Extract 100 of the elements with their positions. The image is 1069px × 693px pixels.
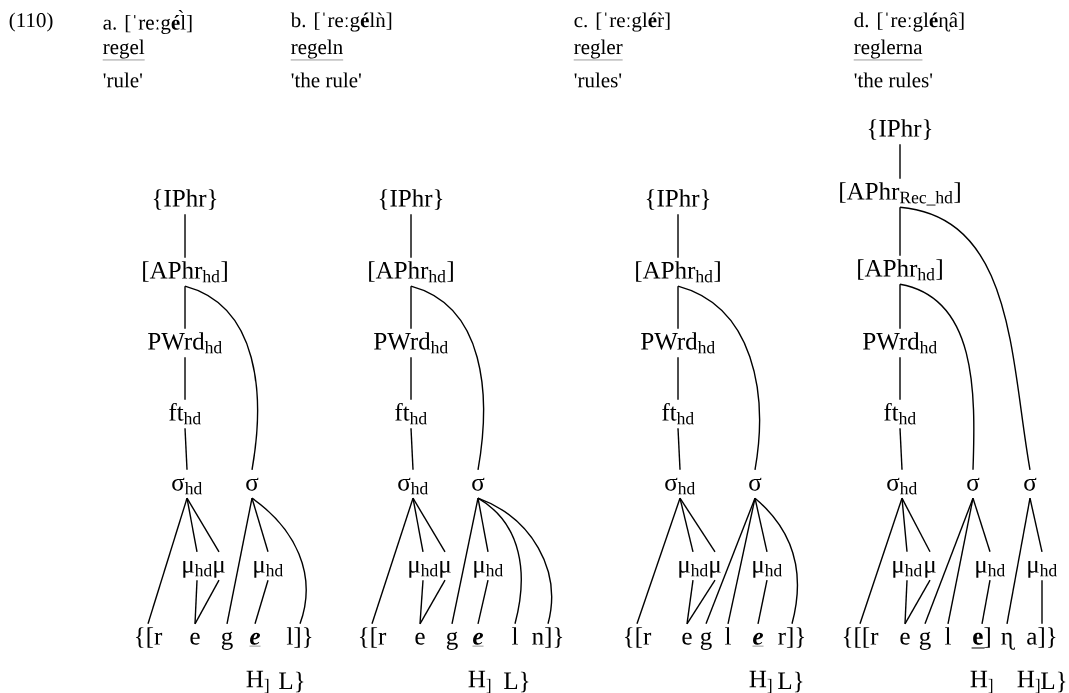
segment-label: e: [415, 632, 425, 645]
tree-node-label: ft$_{hd}$: [395, 402, 427, 425]
tone-label: L}: [504, 671, 529, 693]
tree-node-label: μ$_{hd}$: [1028, 561, 1057, 578]
tree-branch: [677, 213, 679, 259]
tone-label: L}: [279, 671, 304, 693]
segment-label: g: [700, 631, 712, 650]
tree-node-label: [APhr$_{hd}$]: [636, 261, 720, 283]
transcription: d. [ˈreːgléɳâ]: [854, 12, 964, 32]
segment-label: n]}: [532, 627, 563, 648]
segment-label: e: [472, 632, 484, 647]
example-number: (110): [9, 12, 53, 32]
tree-node-label: μ$_{hd}$: [753, 561, 782, 578]
tree-branch: [757, 579, 768, 625]
tree-branch: [184, 285, 186, 330]
tree-branch: [1029, 497, 1043, 553]
tree-branch: [419, 579, 446, 625]
tree-branch: [184, 285, 259, 471]
tree-node-label: ft$_{hd}$: [884, 402, 916, 425]
tree-node-label: μ: [925, 561, 936, 578]
tree-branch: [477, 497, 553, 625]
tree-node-label: ft$_{hd}$: [662, 402, 694, 425]
transcription: a. [ˈreːgél̀]: [103, 9, 192, 35]
tree-node-label: μ$_{hd}$: [183, 561, 212, 578]
tree-node-label: μ$_{hd}$: [893, 561, 922, 578]
segment-label: {[r: [135, 627, 163, 648]
segment-label: l]}: [286, 627, 312, 648]
tone-label: L}: [778, 671, 803, 693]
word-form: regeln: [290, 39, 344, 61]
tree-branch: [754, 497, 799, 625]
tree-node-label: σ$_{hd}$: [665, 477, 695, 495]
word-form: reglerna: [853, 39, 923, 61]
word-form: regel: [102, 39, 145, 61]
tree-branch: [899, 356, 901, 401]
gloss: 'rule': [103, 72, 143, 88]
tree-branch: [636, 497, 681, 625]
tree-branch: [686, 579, 694, 625]
tree-branch: [371, 497, 414, 625]
segment-label: a]}: [1027, 627, 1056, 648]
segment-label: g: [221, 631, 233, 650]
tone-label: L}: [1041, 671, 1066, 693]
tree-branch: [677, 285, 679, 330]
segment-label: l: [945, 627, 951, 645]
tree-node-label: μ$_{hd}$: [679, 561, 708, 578]
tree-branch: [412, 497, 424, 553]
tone-label: H$_{]}$: [246, 670, 269, 693]
tree-branch: [451, 497, 479, 625]
tree-branch: [904, 579, 908, 625]
tree-node-label: σ: [472, 477, 485, 491]
segment-label: e: [249, 632, 261, 647]
segment-label: {[[r: [843, 627, 879, 648]
tree-node-label: σ$_{hd}$: [172, 477, 203, 495]
tree-node-label: μ: [710, 561, 721, 578]
tree-branch: [904, 579, 931, 625]
tree-branch: [251, 497, 307, 625]
tree-branch: [410, 285, 485, 471]
tree-branch: [410, 427, 414, 471]
tree-branch: [899, 283, 901, 330]
tree-branch: [1041, 579, 1043, 625]
tree-node-label: σ: [1024, 477, 1037, 491]
gloss: 'the rule': [291, 72, 361, 88]
tree-branch: [972, 497, 991, 553]
tree-node-label: σ: [749, 477, 762, 491]
tree-branch: [194, 579, 220, 625]
tree-node-label: μ: [440, 561, 451, 578]
tree-node-label: PWrd$_{hd}$: [641, 332, 715, 354]
tree-branch: [419, 579, 424, 625]
tree-node-label: μ: [214, 561, 225, 578]
segment-label: {[r: [359, 627, 387, 648]
tree-branch: [677, 285, 760, 471]
tree-node-label: {IPhr}: [868, 119, 932, 140]
tree-branch: [899, 427, 903, 471]
tree-node-label: μ$_{hd}$: [474, 561, 503, 578]
tree-branch: [184, 213, 186, 259]
tree-branch: [184, 427, 188, 471]
tree-node-label: [APhr$_{hd}$]: [858, 259, 942, 281]
tone-label: H$_{]}$: [1017, 670, 1040, 693]
tree-branch: [226, 497, 253, 625]
transcription: b. [ˈreːgélǹ]: [290, 12, 392, 32]
tree-branch: [677, 356, 679, 401]
segment-label: e: [682, 632, 692, 645]
gloss: 'rules': [574, 72, 622, 88]
tree-branch: [859, 497, 903, 625]
tree-branch: [184, 356, 186, 401]
segment-label: g: [446, 631, 458, 650]
tree-branch: [679, 497, 716, 553]
tree-branch: [947, 497, 974, 625]
tree-node-label: PWrd$_{hd}$: [863, 332, 937, 354]
tree-node-label: σ: [246, 477, 259, 491]
tree-branch: [899, 143, 901, 180]
gloss: 'the rules': [854, 72, 933, 88]
tree-branch: [186, 497, 220, 553]
tree-branch: [705, 497, 756, 625]
tree-node-label: σ$_{hd}$: [398, 477, 429, 495]
segment-label: ɳ: [1001, 632, 1015, 650]
segment-label: r]}: [778, 627, 805, 648]
tree-branch: [899, 206, 1031, 471]
tree-branch: [924, 497, 974, 625]
tree-branch: [477, 497, 522, 625]
tree-branch: [677, 427, 681, 471]
